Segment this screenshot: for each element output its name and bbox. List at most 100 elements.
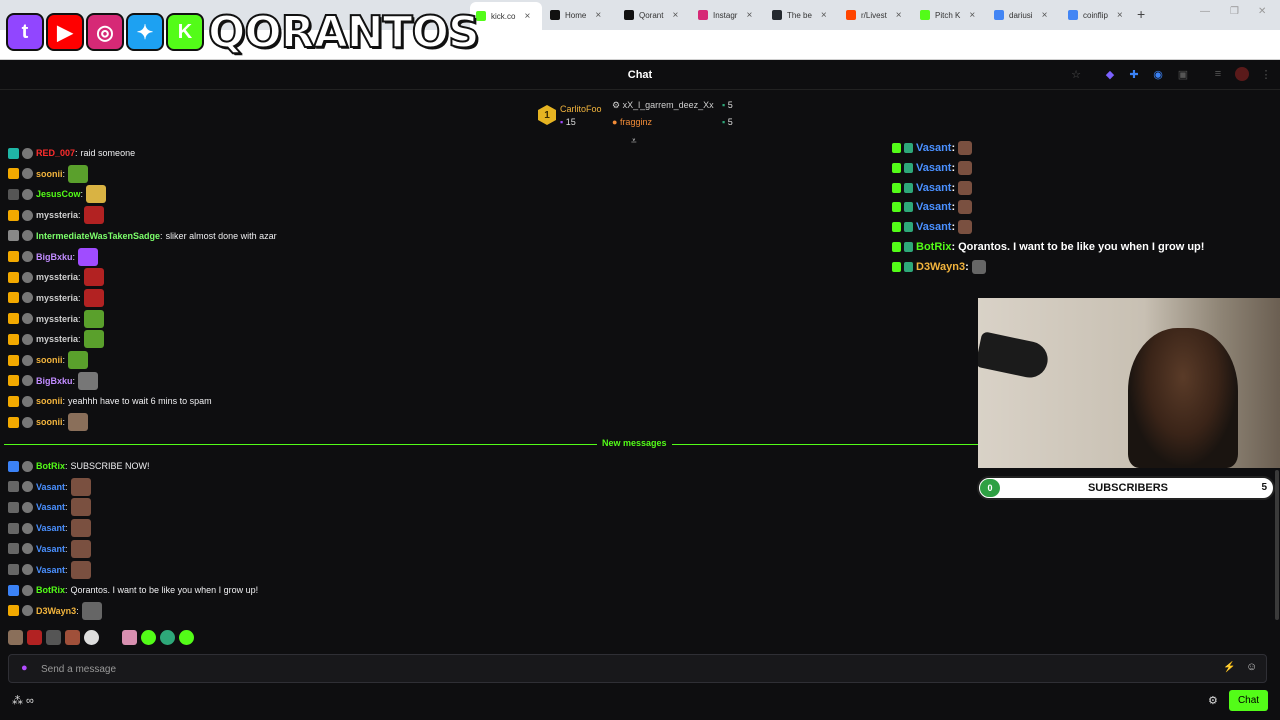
settings-gear-icon[interactable]: ⚙ bbox=[1208, 695, 1218, 707]
close-tab-icon[interactable]: × bbox=[595, 9, 602, 21]
leader-second-name[interactable]: xX_l_garrem_deez_Xx bbox=[622, 100, 714, 110]
menu-kebab-icon[interactable]: ⋮ bbox=[1260, 68, 1272, 81]
browser-tab[interactable]: Pitch K × bbox=[914, 4, 986, 26]
chat-username[interactable]: Vasant bbox=[36, 523, 66, 534]
reading-list-icon[interactable]: ≡ bbox=[1214, 68, 1222, 80]
badge-icon bbox=[8, 605, 19, 617]
address-bar[interactable]: ☆ ◆ ✚ ◉ ▣ ≡ ⋮ bbox=[0, 30, 1280, 81]
collapse-leaderboard-icon[interactable]: ⩡ bbox=[631, 136, 637, 147]
separator: : bbox=[65, 502, 68, 513]
badge-icon bbox=[8, 375, 19, 387]
chat-username[interactable]: BotRix bbox=[36, 585, 65, 596]
close-tab-icon[interactable]: × bbox=[969, 9, 976, 21]
emote[interactable] bbox=[27, 630, 42, 645]
emote[interactable] bbox=[141, 630, 156, 645]
emote[interactable] bbox=[179, 630, 194, 645]
chat-username[interactable]: soonii bbox=[36, 355, 63, 365]
profile-avatar[interactable] bbox=[1235, 67, 1249, 81]
emote[interactable] bbox=[122, 630, 137, 645]
chat-username[interactable]: myssteria bbox=[36, 334, 79, 345]
translate-icon[interactable]: ✚ bbox=[1129, 68, 1139, 81]
separator: : bbox=[62, 355, 66, 365]
gift-icon: ▪ bbox=[560, 117, 566, 127]
chat-username[interactable]: Vasant bbox=[36, 502, 66, 513]
emote[interactable] bbox=[8, 630, 23, 645]
separator: : bbox=[965, 260, 969, 273]
badge-icon bbox=[8, 416, 19, 428]
extensions-puzzle-icon[interactable]: ▣ bbox=[1177, 68, 1189, 81]
emote[interactable] bbox=[160, 630, 175, 645]
chat-username[interactable]: BigBxku bbox=[36, 375, 73, 386]
chat-username[interactable]: RED_007 bbox=[36, 148, 76, 158]
browser-tab[interactable]: The be× bbox=[766, 4, 838, 26]
chat-username[interactable]: myssteria bbox=[36, 292, 79, 303]
chat-scrollbar[interactable] bbox=[1275, 470, 1279, 620]
kick-badge-icon bbox=[892, 242, 901, 252]
chat-username[interactable]: myssteria bbox=[36, 210, 79, 221]
chat-send-button[interactable]: Chat bbox=[1229, 690, 1268, 711]
chat-username[interactable]: BotRix bbox=[36, 461, 65, 471]
extension-icon[interactable]: ◆ bbox=[1105, 68, 1115, 81]
separator: : bbox=[80, 189, 84, 200]
close-window-icon[interactable]: ✕ bbox=[1258, 6, 1267, 17]
overlay-chat-message: BotRix :Qorantos. I want to be like you … bbox=[892, 238, 1204, 256]
message-input[interactable] bbox=[41, 660, 1191, 678]
emote[interactable] bbox=[65, 630, 80, 645]
close-tab-icon[interactable]: × bbox=[524, 10, 531, 22]
close-tab-icon[interactable]: × bbox=[820, 9, 827, 21]
chat-message: Vasant: bbox=[8, 477, 91, 497]
audio-icon[interactable]: ◉ bbox=[1153, 68, 1163, 81]
chat-username[interactable]: soonii bbox=[36, 168, 63, 179]
chat-username[interactable]: BigBxku bbox=[36, 251, 73, 262]
browser-tab[interactable]: coinflip× bbox=[1062, 4, 1134, 26]
tab-label: Pitch K bbox=[935, 10, 961, 20]
chat-username[interactable]: D3Wayn3 bbox=[36, 605, 77, 616]
close-tab-icon[interactable]: × bbox=[672, 9, 679, 21]
badge-icon bbox=[8, 481, 19, 493]
close-tab-icon[interactable]: × bbox=[1116, 9, 1123, 21]
browser-tab[interactable]: Instagr× bbox=[692, 4, 764, 26]
close-tab-icon[interactable]: × bbox=[746, 9, 753, 21]
emoji-icon[interactable]: ☺ bbox=[1246, 661, 1258, 673]
microphone-icon[interactable]: ● bbox=[21, 662, 28, 674]
favicon-icon bbox=[550, 10, 560, 20]
browser-tab[interactable]: r/Livest× bbox=[840, 4, 912, 26]
leader-third-name[interactable]: fragginz bbox=[619, 117, 652, 127]
chat-username[interactable]: soonii bbox=[36, 417, 63, 428]
close-tab-icon[interactable]: × bbox=[1041, 9, 1048, 21]
chat-username[interactable]: Vasant bbox=[36, 564, 66, 575]
emote bbox=[68, 413, 89, 432]
subscriber-count: 0 bbox=[980, 479, 1000, 497]
browser-tab[interactable]: kick.co× bbox=[470, 2, 542, 30]
chat-username[interactable]: myssteria bbox=[36, 313, 79, 324]
chat-username[interactable]: myssteria bbox=[36, 272, 79, 283]
browser-tab[interactable]: dariusi× bbox=[988, 4, 1060, 26]
minimize-icon[interactable]: — bbox=[1200, 6, 1210, 17]
leader-third-wrap: ● fragginz bbox=[612, 117, 652, 127]
commands-icon[interactable]: ⚡ bbox=[1223, 662, 1236, 673]
browser-tab[interactable]: Home× bbox=[544, 4, 616, 26]
bookmark-star-icon[interactable]: ☆ bbox=[1071, 68, 1081, 81]
favicon-icon bbox=[846, 10, 856, 20]
browser-tab-bar: kick.co×Home×Qorant×Instagr×The be×r/Liv… bbox=[0, 0, 1280, 30]
badge-icon bbox=[22, 395, 33, 407]
leader-first-name[interactable]: CarlitoFoo bbox=[560, 104, 602, 114]
new-messages-label[interactable]: New messages bbox=[597, 438, 672, 448]
message-box[interactable]: ● ⚡ ☺ bbox=[8, 654, 1267, 683]
chat-username[interactable]: soonii bbox=[36, 396, 63, 407]
emote[interactable] bbox=[84, 630, 99, 645]
user-icon[interactable]: ⁂ ∞ bbox=[12, 695, 34, 707]
chat-username[interactable]: JesusCow bbox=[36, 189, 81, 200]
separator: : bbox=[65, 585, 68, 596]
badge-icon bbox=[904, 162, 913, 173]
chat-username[interactable]: Vasant bbox=[36, 543, 66, 554]
maximize-icon[interactable]: ❐ bbox=[1230, 6, 1239, 17]
new-tab-button[interactable]: + bbox=[1137, 6, 1146, 22]
overlay-chat-message: Vasant : bbox=[892, 179, 973, 197]
separator: : bbox=[72, 375, 76, 386]
emote[interactable] bbox=[46, 630, 61, 645]
browser-tab[interactable]: Qorant× bbox=[618, 4, 690, 26]
close-tab-icon[interactable]: × bbox=[895, 9, 902, 21]
chat-username[interactable]: Vasant bbox=[36, 481, 66, 492]
chat-username[interactable]: IntermediateWasTakenSadge bbox=[36, 230, 161, 241]
